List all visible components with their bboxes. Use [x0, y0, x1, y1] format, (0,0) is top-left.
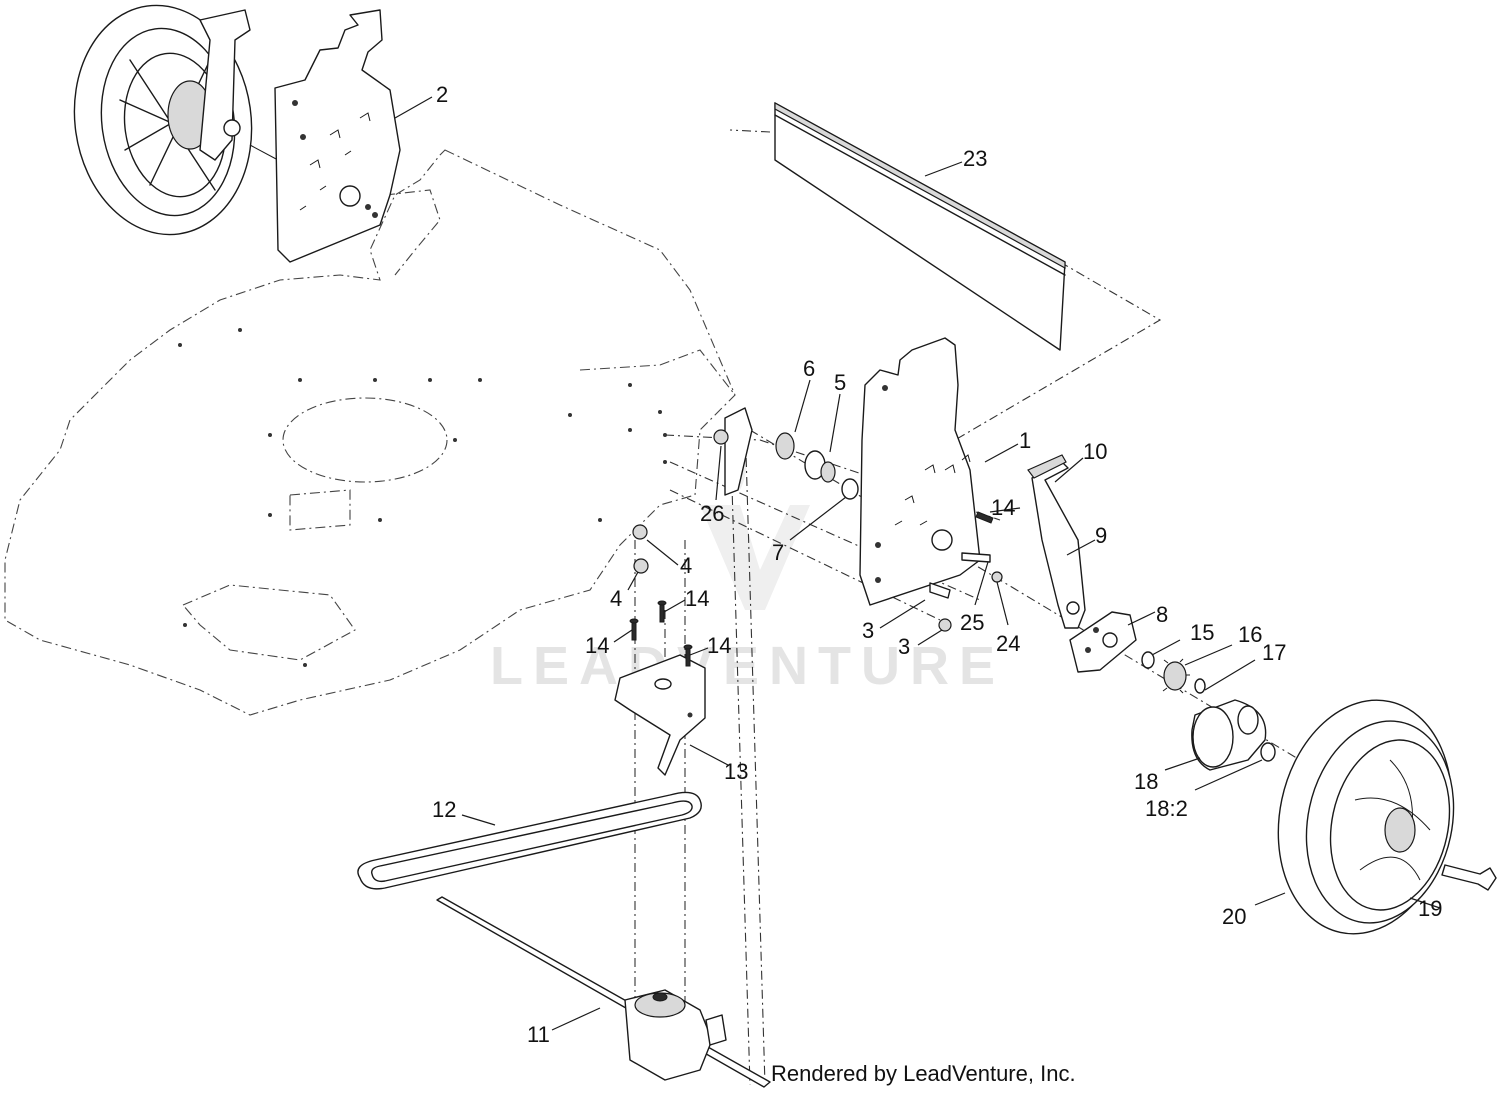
- callout-13: 13: [724, 759, 748, 784]
- axle-bushings: [775, 432, 859, 500]
- callout-5: 5: [834, 370, 846, 395]
- callout-3-lower: 3: [898, 634, 910, 659]
- height-adjust-lever: [1027, 454, 1086, 629]
- pivot-bracket: [1069, 611, 1137, 673]
- plate-bolts: [929, 511, 1003, 632]
- callout-14-b: 14: [585, 633, 609, 658]
- callout-14-a: 14: [685, 586, 709, 611]
- callout-14-c: 14: [707, 633, 731, 658]
- callout-16: 16: [1238, 622, 1262, 647]
- callout-10: 10: [1083, 439, 1107, 464]
- callout-20: 20: [1222, 904, 1246, 929]
- callout-12: 12: [432, 797, 456, 822]
- belt-guide-bracket: [614, 600, 706, 776]
- leader-lines: [394, 96, 1441, 1031]
- callout-18: 18: [1134, 769, 1158, 794]
- callout-4-lower: 4: [610, 586, 622, 611]
- callout-1: 1: [1019, 428, 1031, 453]
- callout-4-upper: 4: [680, 553, 692, 578]
- callout-9: 9: [1095, 523, 1107, 548]
- right-height-plate: [859, 337, 981, 606]
- callout-3-upper: 3: [862, 618, 874, 643]
- left-rear-wheel: [73, 4, 253, 236]
- callout-17: 17: [1262, 640, 1286, 665]
- callout-19: 19: [1418, 896, 1442, 921]
- transmission-axle: [436, 896, 771, 1088]
- callout-15: 15: [1190, 620, 1214, 645]
- wheel-hub-cup: [1191, 699, 1276, 771]
- callout-25: 25: [960, 610, 984, 635]
- callout-2: 2: [436, 82, 448, 107]
- callout-7: 7: [772, 540, 784, 565]
- callout-labels: 2 23 6 5 1 10 14 9 26 7 4 4 14 14 14 3 3…: [432, 82, 1442, 1047]
- callout-23: 23: [963, 146, 987, 171]
- callout-8: 8: [1156, 602, 1168, 627]
- drive-belt: [357, 791, 702, 890]
- callout-6: 6: [803, 356, 815, 381]
- callout-11: 11: [527, 1022, 550, 1047]
- callout-24: 24: [996, 631, 1020, 656]
- mower-deck-outline: [4, 149, 736, 716]
- drive-gear-parts: [1141, 651, 1206, 694]
- callout-18-2: 18:2: [1145, 796, 1188, 821]
- rear-baffle: [774, 101, 1066, 351]
- callout-26: 26: [700, 501, 724, 526]
- left-height-plate: [274, 9, 401, 263]
- right-rear-wheel: [1277, 699, 1497, 935]
- deck-bracket-hardware: [632, 407, 753, 574]
- callout-14-right: 14: [991, 495, 1015, 520]
- watermark-text: LEADVENTURE: [490, 636, 1005, 696]
- rendered-by-credit: Rendered by LeadVenture, Inc.: [771, 1061, 1076, 1086]
